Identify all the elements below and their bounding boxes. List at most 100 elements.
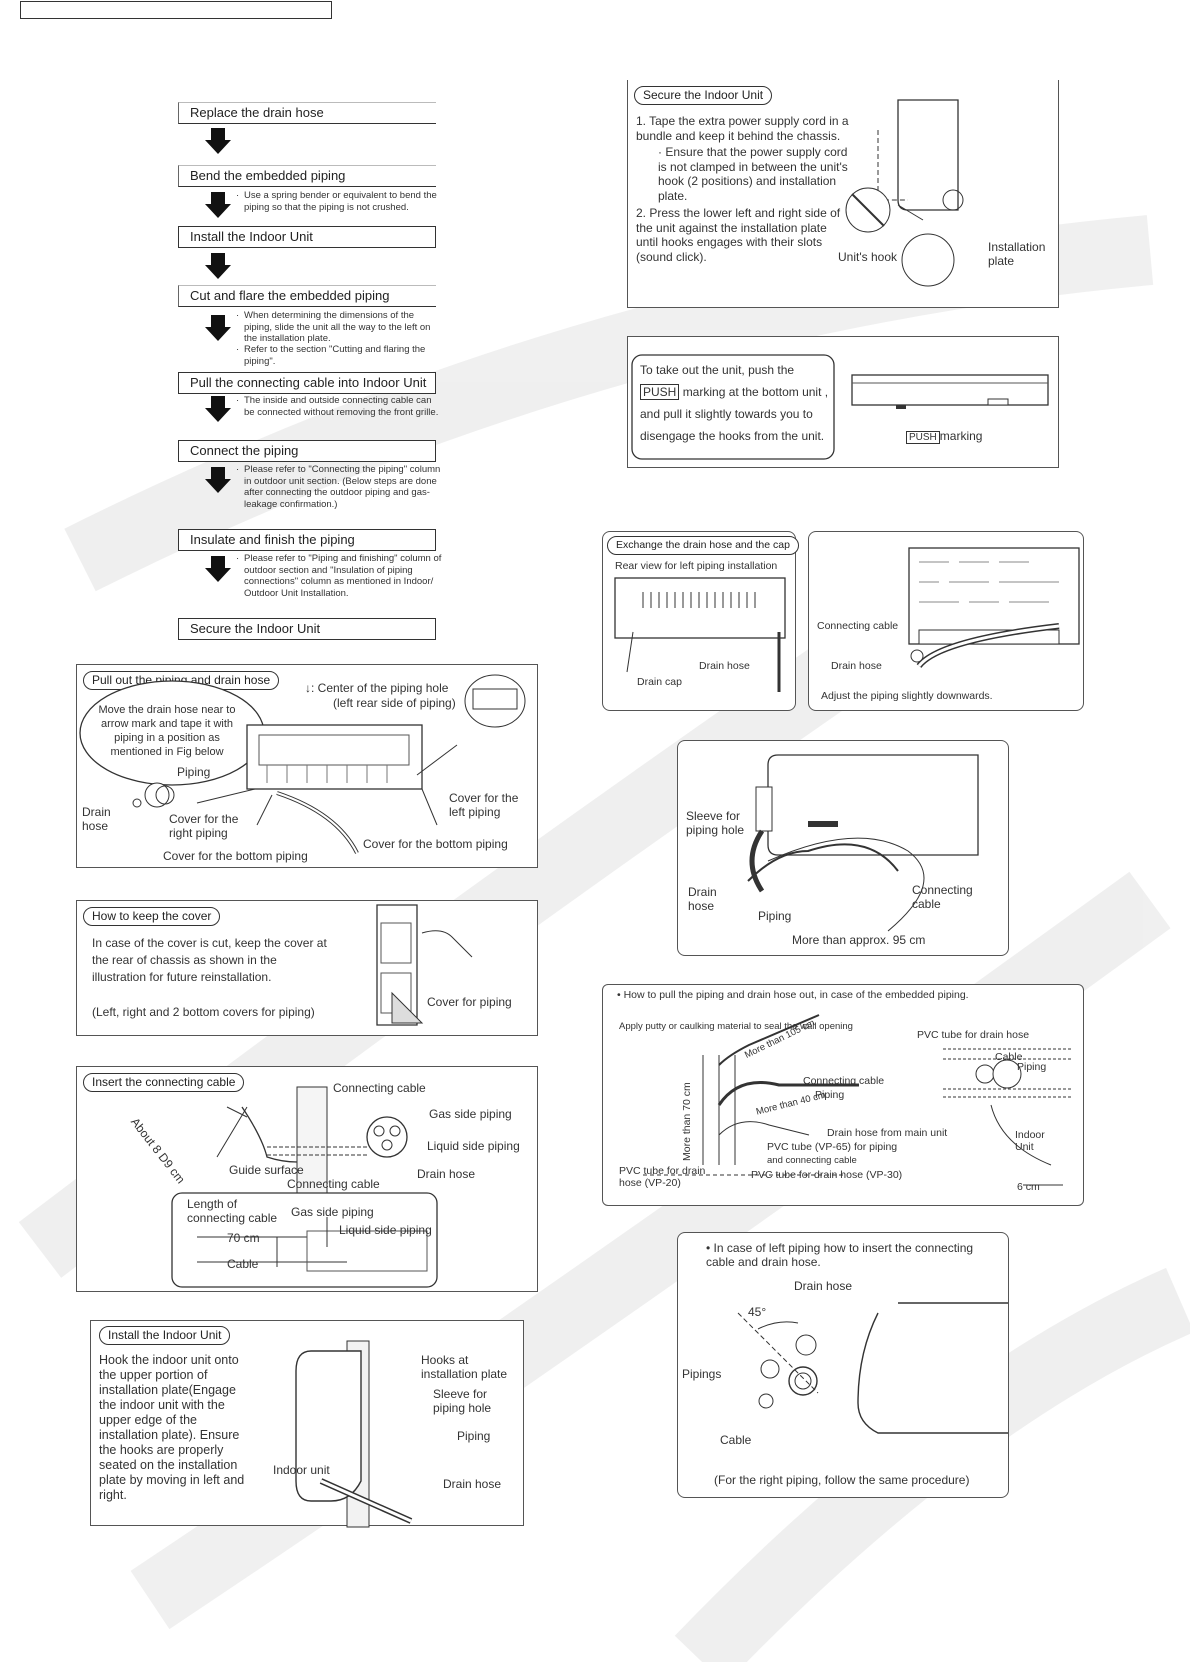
take-out-line-2: PUSH marking at the bottom unit , [640, 384, 829, 400]
note-pull: ·The inside and outside connecting cable… [236, 395, 439, 418]
label-cable: Cable [720, 1433, 752, 1447]
label-6cm: 6 cm [1017, 1181, 1040, 1193]
adjust-illustration [908, 547, 1080, 668]
panel-secure: Secure the Indoor Unit 1. Tape the extra… [627, 80, 1059, 308]
label-drain-main: Drain hose from main unit [827, 1127, 948, 1139]
label-70cm: 70 cm [227, 1231, 260, 1245]
label-guide-surface: Guide surface [229, 1163, 304, 1177]
flow-step-pull-cable: Pull the connecting cable into Indoor Un… [178, 372, 436, 394]
label-cover-left: Cover for the left piping [449, 791, 519, 819]
label-more-70: More than 70 cm [681, 1082, 693, 1161]
install-indoor-illustration [295, 1340, 413, 1528]
take-out-illustration [631, 354, 1049, 460]
note-insulate: ·Please refer to "Piping and finishing" … [236, 553, 442, 599]
note-cut-2: ·Refer to the section "Cutting and flari… [236, 344, 426, 367]
panel-adjust-piping: Connecting cable Drain hose Adjust the p… [808, 531, 1084, 711]
secure-step-2: 2. Press the lower left and right side o… [636, 206, 841, 264]
flow-step-secure: Secure the Indoor Unit [178, 618, 436, 640]
panel-title: Insert the connecting cable [83, 1073, 245, 1092]
note-bend: ·Use a spring bender or equivalent to be… [236, 190, 437, 213]
label-units-hook: Unit's hook [838, 250, 897, 264]
label-piping: Piping [457, 1429, 491, 1443]
secure-step-1b: · Ensure that the power supply cord is n… [658, 145, 858, 203]
label-installation-plate: Installation plate [988, 240, 1046, 268]
flow-step-bend-piping: Bend the embedded piping [178, 165, 436, 187]
label-pipings: Pipings [682, 1367, 722, 1381]
label-drain-hose: Drain hose [443, 1477, 502, 1491]
pull-out-illustration [79, 674, 526, 854]
label-length: Length of connecting cable [187, 1197, 278, 1225]
label-piping: Piping [758, 909, 792, 923]
bubble-text: Move the drain hose near to arrow mark a… [98, 704, 236, 758]
label-45-deg: 45° [748, 1305, 767, 1319]
take-out-line-1: To take out the unit, push the [640, 363, 795, 377]
down-arrow-icon [205, 556, 231, 582]
label-sleeve: Sleeve for piping hole [686, 809, 745, 837]
label-vp20: PVC tube for drain hose (VP-20) [619, 1165, 706, 1189]
install-text: Hook the indoor unit onto the upper port… [99, 1353, 245, 1502]
label-piping: Piping [815, 1089, 845, 1101]
label-vp30: PVC tube for drain hose (VP-30) [751, 1169, 903, 1181]
panel-take-out: To take out the unit, push the PUSH mark… [627, 336, 1059, 468]
flow-step-cut-flare: Cut and flare the embedded piping [178, 285, 436, 307]
note-text: Use a spring bender or equivalent to ben… [244, 190, 437, 213]
label-more-than-95: More than approx. 95 cm [792, 933, 926, 947]
panel-exchange-drain: Exchange the drain hose and the cap Rear… [602, 531, 799, 711]
label-cover-for-piping: Cover for piping [427, 995, 512, 1009]
label-cover-right: Cover for the right piping [169, 812, 239, 840]
label-drain-hose: Drain hose [688, 885, 717, 913]
left-piping-title: • In case of left piping how to insert t… [706, 1241, 996, 1269]
label-piping-2: Piping [1017, 1061, 1047, 1073]
flow-step-connect-piping: Connect the piping [178, 440, 436, 462]
flow-step-install-indoor: Install the Indoor Unit [178, 226, 436, 248]
label-center-2: (left rear side of piping) [333, 696, 456, 710]
flow-step-insulate: Insulate and finish the piping [178, 529, 436, 551]
header-box [20, 1, 332, 19]
label-cover-bottom: Cover for the bottom piping [163, 849, 308, 863]
insert-cable-illustration [171, 1086, 438, 1288]
panel-embedded: • How to pull the piping and drain hose … [602, 984, 1084, 1206]
label-cover-bottom-2: Cover for the bottom piping [363, 837, 508, 851]
label-liquid-side: Liquid side piping [427, 1139, 520, 1153]
down-arrow-icon [205, 467, 231, 493]
down-arrow-icon [205, 192, 231, 218]
label-indoor-unit: Indoor unit [273, 1463, 330, 1477]
embedded-illustration [643, 1014, 1073, 1186]
panel-keep-cover: How to keep the cover In case of the cov… [76, 900, 538, 1036]
note-text: When determining the dimensions of the p… [244, 310, 431, 344]
label-vp65-b: and connecting cable [767, 1155, 857, 1166]
label-connecting-cable-2: Connecting cable [287, 1177, 380, 1191]
push-marking: PUSH [640, 384, 680, 400]
label-center: ↓: Center of the piping hole [305, 681, 449, 695]
push-marking-small: PUSH [906, 431, 940, 444]
sleeve-illustration [747, 754, 979, 932]
take-out-line-2-text: marking at the bottom unit , [682, 385, 829, 399]
panel-title: Exchange the drain hose and the cap [607, 536, 799, 555]
note-text: Please refer to "Connecting the piping" … [244, 464, 441, 510]
label-connecting-cable: Connecting cable [333, 1081, 426, 1095]
down-arrow-icon [205, 128, 231, 154]
note-text: Refer to the section "Cutting and flarin… [244, 344, 426, 367]
label-drain-cap: Drain cap [637, 676, 682, 688]
label-hooks: Hooks at installation plate [421, 1353, 508, 1381]
panel-install-indoor: Install the Indoor Unit Hook the indoor … [90, 1320, 524, 1528]
panel-pull-out-piping: Pull out the piping and drain hose Move … [76, 664, 538, 868]
keep-cover-note: (Left, right and 2 bottom covers for pip… [92, 1005, 315, 1019]
take-out-line-4: disengage the hooks from the unit. [640, 429, 825, 443]
bullet-text: Ensure that the power supply cord is not… [658, 145, 848, 203]
secure-illustration [845, 99, 964, 287]
label-gas-side: Gas side piping [429, 1107, 512, 1121]
bullet: • [617, 989, 624, 1001]
left-piping-illustration [737, 1302, 1008, 1434]
panel-title: Secure the Indoor Unit [634, 86, 773, 105]
label-cable: Cable [995, 1051, 1023, 1063]
panel-sleeve: Sleeve for piping hole Drain hose Piping… [677, 740, 1009, 956]
bullet: · [658, 145, 666, 159]
take-out-line-3: and pull it slightly towards you to [640, 407, 813, 421]
embedded-title: • How to pull the piping and drain hose … [617, 989, 969, 1001]
exchange-illustration [614, 577, 786, 692]
label-piping: Piping [177, 765, 211, 779]
left-piping-title-text: In case of left piping how to insert the… [706, 1241, 974, 1269]
panel-title: How to keep the cover [83, 907, 221, 926]
label-drain-hose: Drain hose [82, 805, 111, 833]
